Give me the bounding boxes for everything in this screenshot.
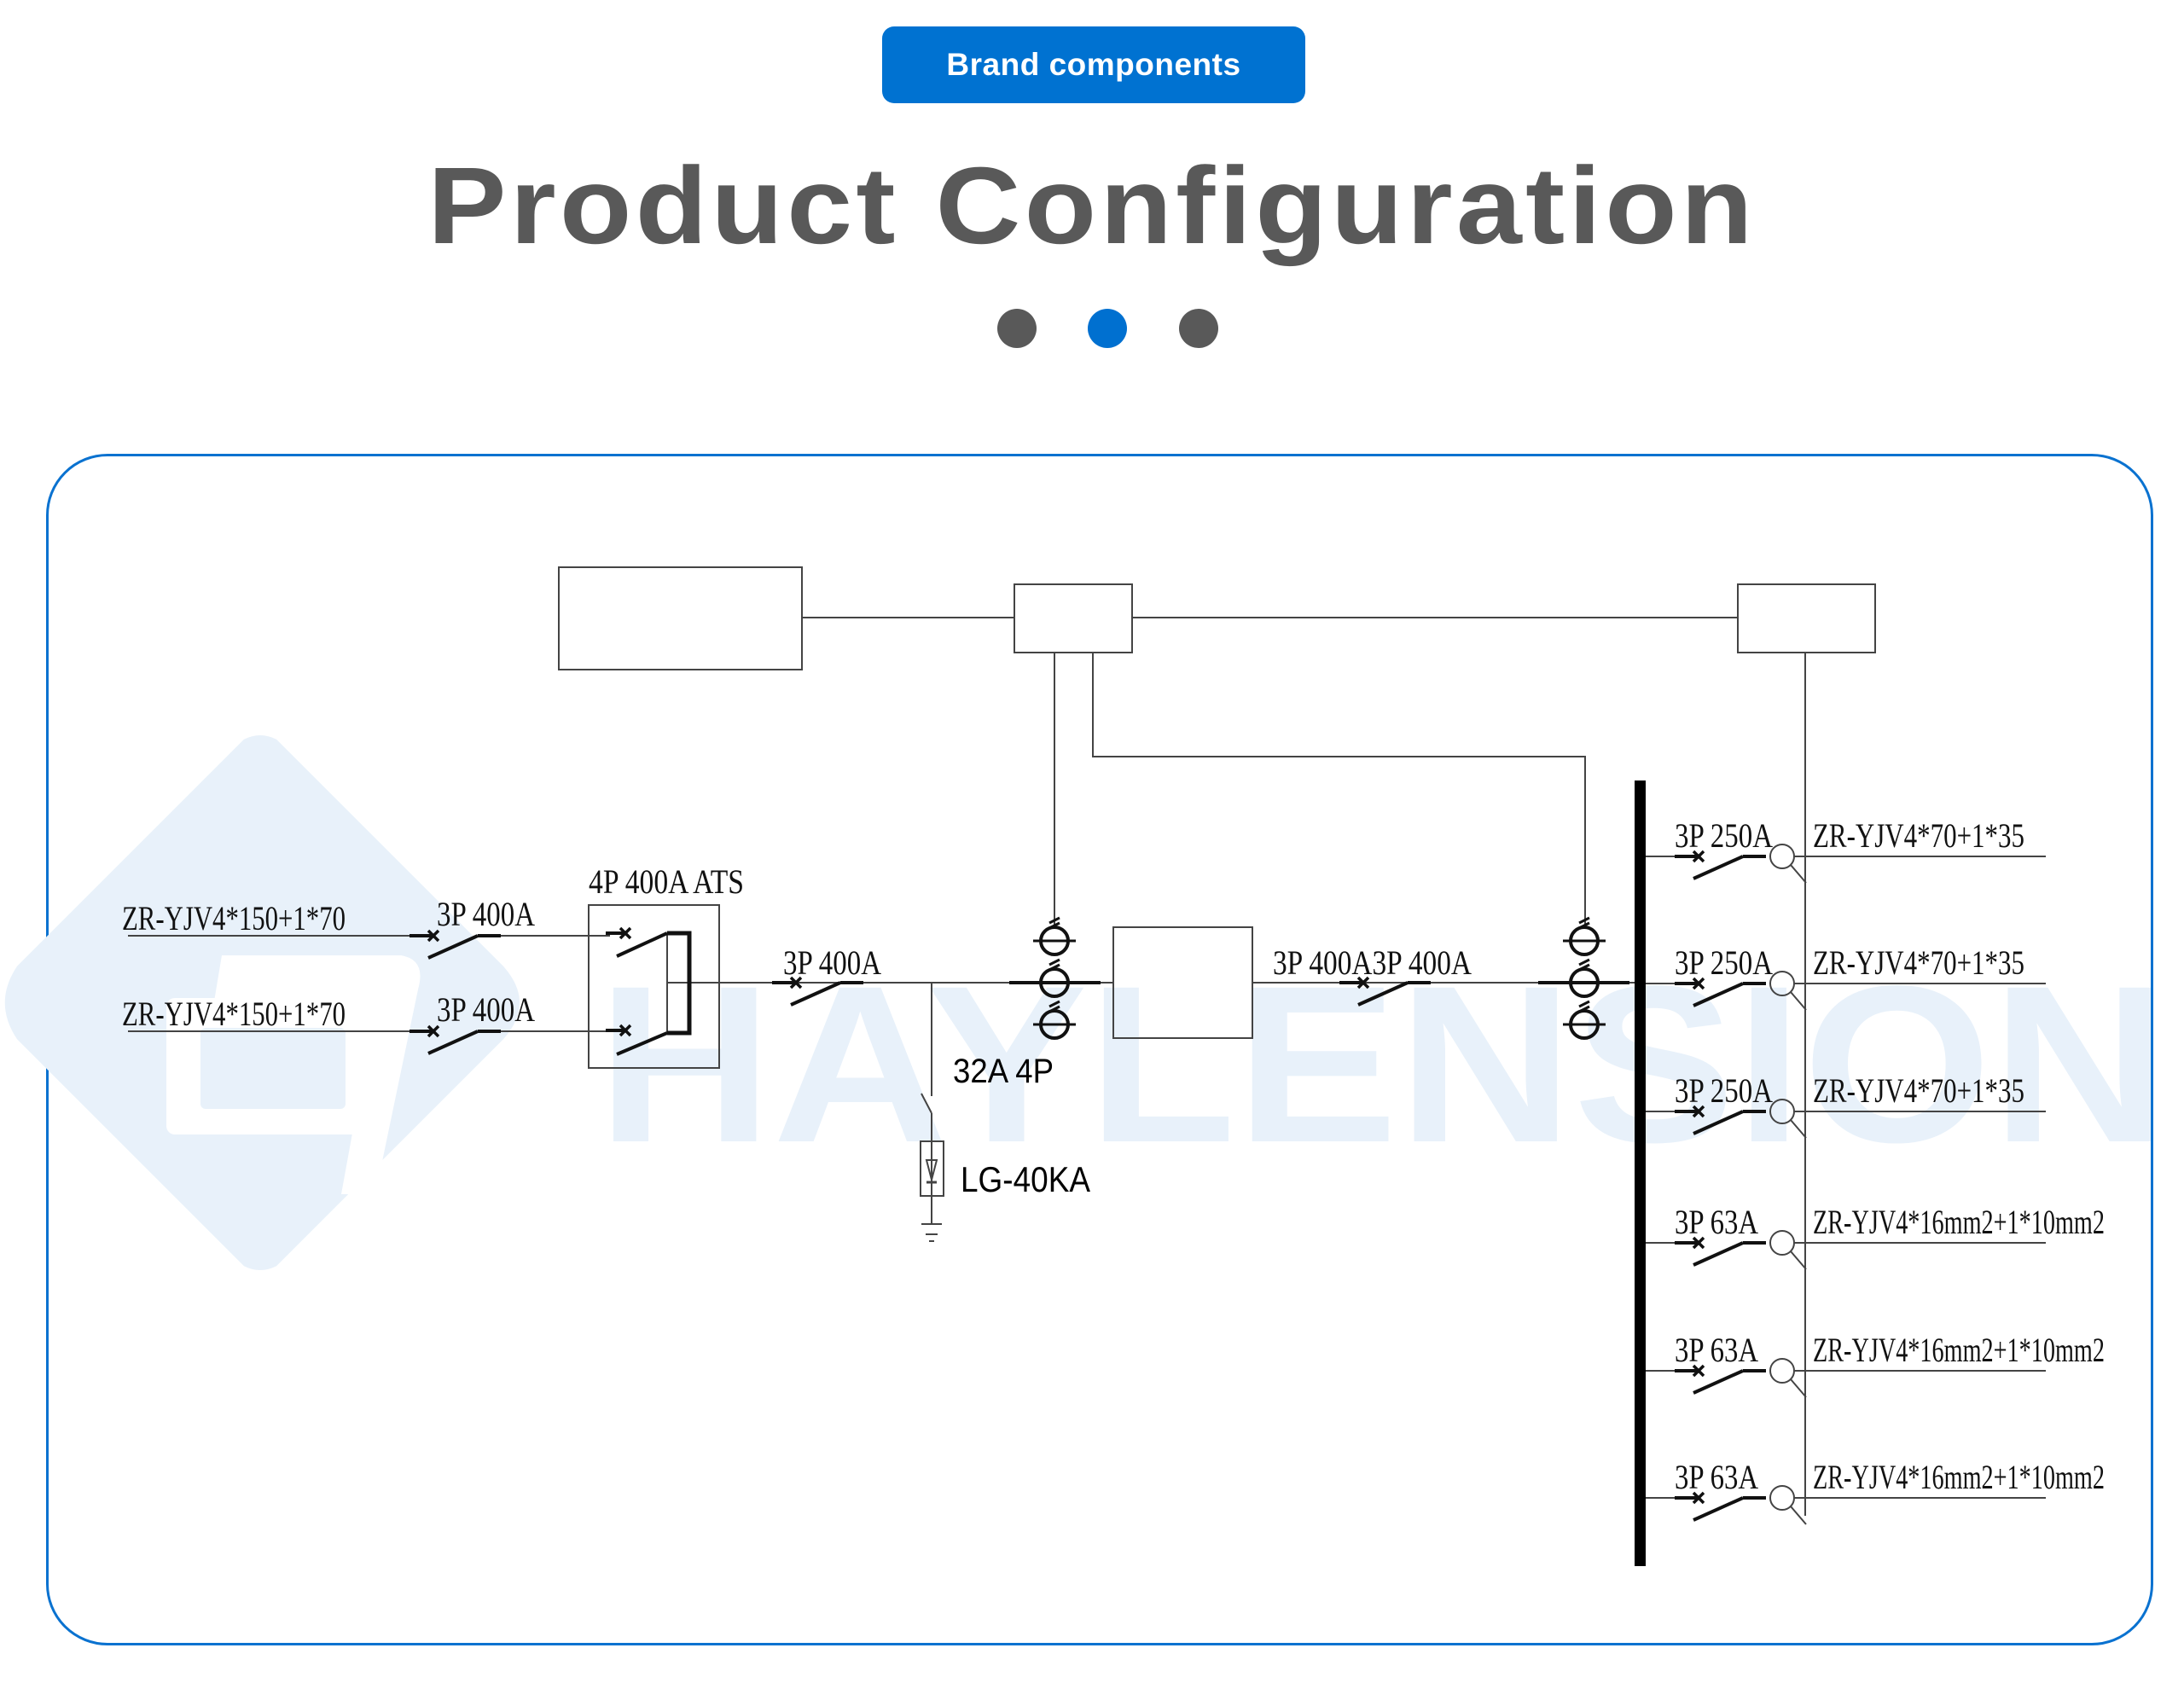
busbar — [1635, 780, 1646, 1566]
incoming-cable-label-1: ZR-YJV4*150+1*70 — [122, 899, 346, 937]
spd-breaker-label: 32A 4P — [953, 1053, 1054, 1090]
feeder-breaker-label-2: 3P 250A — [1675, 943, 1773, 982]
incoming-cable-label-2: ZR-YJV4*150+1*70 — [122, 995, 346, 1033]
feeder-breaker-label-6: 3P 63A — [1675, 1458, 1758, 1496]
feeder-cable-label-4: ZR-YJV4*16mm2+1*10mm2 — [1813, 1203, 2105, 1241]
feeder-cable-label-5: ZR-YJV4*16mm2+1*10mm2 — [1813, 1331, 2105, 1369]
brand-components-button[interactable]: Brand components — [882, 26, 1305, 103]
pager-dot-2-active[interactable] — [1088, 309, 1127, 348]
ats-box — [588, 904, 720, 1069]
pager-dots — [0, 309, 2184, 348]
page-title: Product Configuration — [427, 145, 1757, 267]
after-meter-breaker-label: 3P 400A3P 400A — [1273, 943, 1472, 982]
feeder-current-sensors — [1769, 844, 1807, 1525]
monitor-module-box — [1737, 583, 1876, 653]
meter-module-box — [1014, 583, 1133, 653]
feeder-cable-label-1: ZR-YJV4*70+1*35 — [1813, 816, 2024, 855]
watermark-text: HAYLENSION — [597, 939, 2167, 1189]
logo-inner — [200, 1028, 346, 1109]
outgoing-feeders — [1646, 856, 2046, 1499]
feeder-breaker-label-3: 3P 250A — [1675, 1071, 1773, 1110]
surge-arrester-icon — [925, 1159, 938, 1184]
pager-dot-1[interactable] — [997, 309, 1037, 348]
current-transformer-1 — [1009, 916, 1101, 1040]
spd-label: LG-40KA — [961, 1159, 1090, 1199]
feeder-cable-label-3: ZR-YJV4*70+1*35 — [1813, 1071, 2024, 1110]
ats-label: 4P 400A ATS — [589, 862, 744, 901]
ats-switch-1 — [606, 926, 692, 1056]
feeder-breaker-label-4: 3P 63A — [1675, 1203, 1758, 1241]
feeder-breaker-label-1: 3P 250A — [1675, 816, 1773, 855]
pager-dot-3[interactable] — [1179, 309, 1218, 348]
incoming-breaker-label-2: 3P 400A — [437, 990, 535, 1029]
feeder-cable-label-2: ZR-YJV4*70+1*35 — [1813, 943, 2024, 982]
main-breaker-label: 3P 400A — [783, 943, 881, 982]
feeder-breaker-label-5: 3P 63A — [1675, 1331, 1758, 1369]
feeder-cable-label-6: ZR-YJV4*16mm2+1*10mm2 — [1813, 1458, 2105, 1496]
incoming-breaker-label-1: 3P 400A — [437, 895, 535, 933]
brand-components-label: Brand components — [946, 47, 1241, 82]
spd-box — [920, 1140, 944, 1197]
current-transformer-2 — [1538, 916, 1629, 1040]
controller-box — [558, 566, 803, 670]
